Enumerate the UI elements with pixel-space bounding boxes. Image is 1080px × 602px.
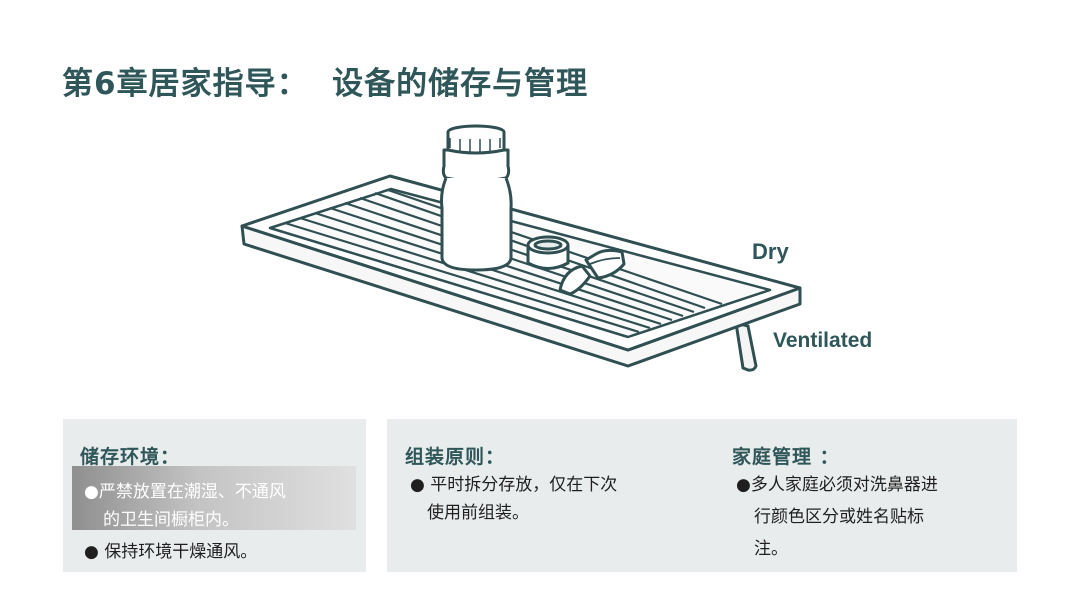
storage-environment-heading: 储存环境： <box>80 446 181 468</box>
rack-bracket <box>734 321 758 372</box>
storage-warning-line2: 的卫生间橱柜内。 <box>103 510 239 530</box>
storage-warning-line1: ●严禁放置在潮湿、不通风 <box>84 482 286 502</box>
dry-label: Dry <box>752 239 789 264</box>
family-line2: 行颜色区分或姓名贴标 <box>754 507 924 527</box>
bottle-icon <box>440 124 513 272</box>
page-title: 第6章居家指导： 设备的储存与管理 <box>62 66 589 102</box>
cap-icon <box>526 235 570 270</box>
guidance-panel <box>387 419 1017 572</box>
family-line1: ●多人家庭必须对洗鼻器进 <box>736 475 938 495</box>
drying-rack-illustration: Dry Ventilated <box>240 124 872 372</box>
warning-highlight <box>72 466 356 530</box>
assembly-heading: 组装原则： <box>405 446 506 468</box>
family-line3: 注。 <box>754 539 788 559</box>
storage-tip: ● 保持环境干燥通风。 <box>84 542 258 562</box>
ventilated-label: Ventilated <box>773 329 872 352</box>
assembly-line1: ● 平时拆分存放，仅在下次 <box>410 475 618 495</box>
family-management-heading: 家庭管理 ： <box>732 446 840 468</box>
nasal-tip-icon <box>558 248 626 296</box>
assembly-line2: 使用前组装。 <box>427 503 529 523</box>
